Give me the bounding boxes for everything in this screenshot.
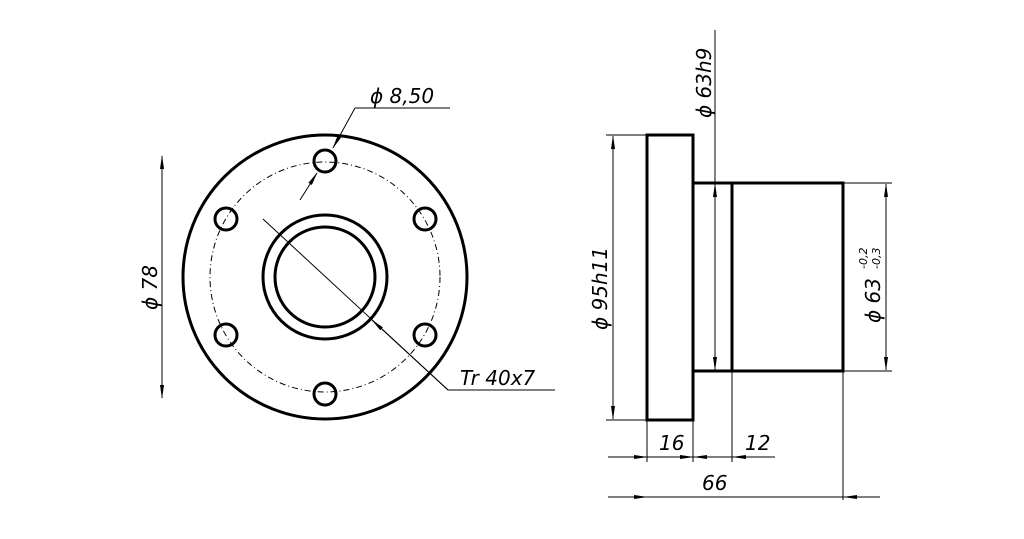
hub-outline [693,181,845,373]
bolt-hole [213,322,239,348]
thread-outer-circle [261,213,389,341]
hole-leader [299,172,318,201]
bolt-holes [213,148,438,407]
thread-leader-arrow [371,319,449,391]
hole-diameter-label: ϕ 8,50 [370,84,434,108]
side-view: ϕ 63h9 ϕ 95h11 ϕ 63 -0,2 -0,3 16 12 66 [588,30,892,500]
hole-leader [332,107,356,149]
bolt-hole [412,322,438,348]
hub-diameter-label: ϕ 63 [861,278,885,323]
bolt-hole [312,381,338,407]
flange-outline [181,133,469,421]
bore-circle [273,225,377,329]
overall-length-label: 66 [702,471,727,495]
flange-diameter-label: ϕ 95h11 [588,247,612,330]
front-view: ϕ 78 ϕ 8,50 Tr 40x7 [138,84,555,421]
outer-diameter-label: ϕ 78 [138,265,162,310]
thread-label: Tr 40x7 [460,366,536,390]
bolt-hole [213,206,239,232]
spigot-diameter-label: ϕ 63h9 [692,48,716,118]
bolt-hole [412,206,438,232]
spigot-length-label: 12 [745,431,770,455]
bolt-circle [209,161,441,393]
hub-tolerance-lower: -0,3 [870,248,883,269]
bolt-hole [312,148,338,174]
hub-tolerance-upper: -0,2 [857,248,870,269]
flange-thickness-label: 16 [659,431,684,455]
flange-section [645,133,695,422]
